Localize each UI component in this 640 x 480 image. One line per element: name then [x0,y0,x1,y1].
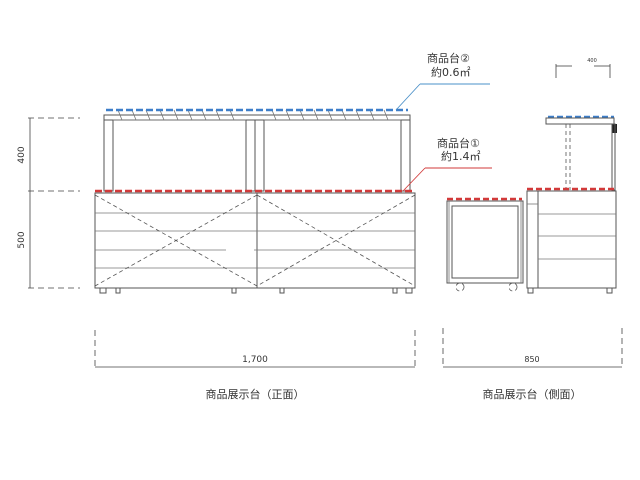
top-width-label: 400 [587,58,597,64]
shelf1-callout: 商品台① 約1.4㎡ [402,136,492,192]
lower-height-label: 500 [17,231,27,248]
top-width-dimension: 400 [555,58,611,78]
upper-height-label: 400 [17,146,27,163]
side-width-label: 850 [524,355,539,364]
front-view [94,108,416,294]
front-casters [99,287,413,294]
shelf1-area-label: 約1.4㎡ [441,149,481,163]
shelf2-area-label: 約0.6㎡ [431,65,471,79]
shelf1-name-label: 商品台① [437,136,480,150]
height-dimension: 400 500 [17,117,80,289]
side-view: 400 [446,58,617,294]
side-width-dimension: 850 [442,328,623,368]
front-width-dimension: 1,700 [94,330,416,368]
shelf2-name-label: 商品台② [427,51,470,65]
upper-shelf-slats [117,109,389,121]
front-width-label: 1,700 [242,355,268,365]
shelf2-callout: 商品台② 約0.6㎡ [395,51,490,111]
side-caption: 商品展示台（側面） [483,387,582,401]
front-caption: 商品展示台（正面） [206,387,305,401]
